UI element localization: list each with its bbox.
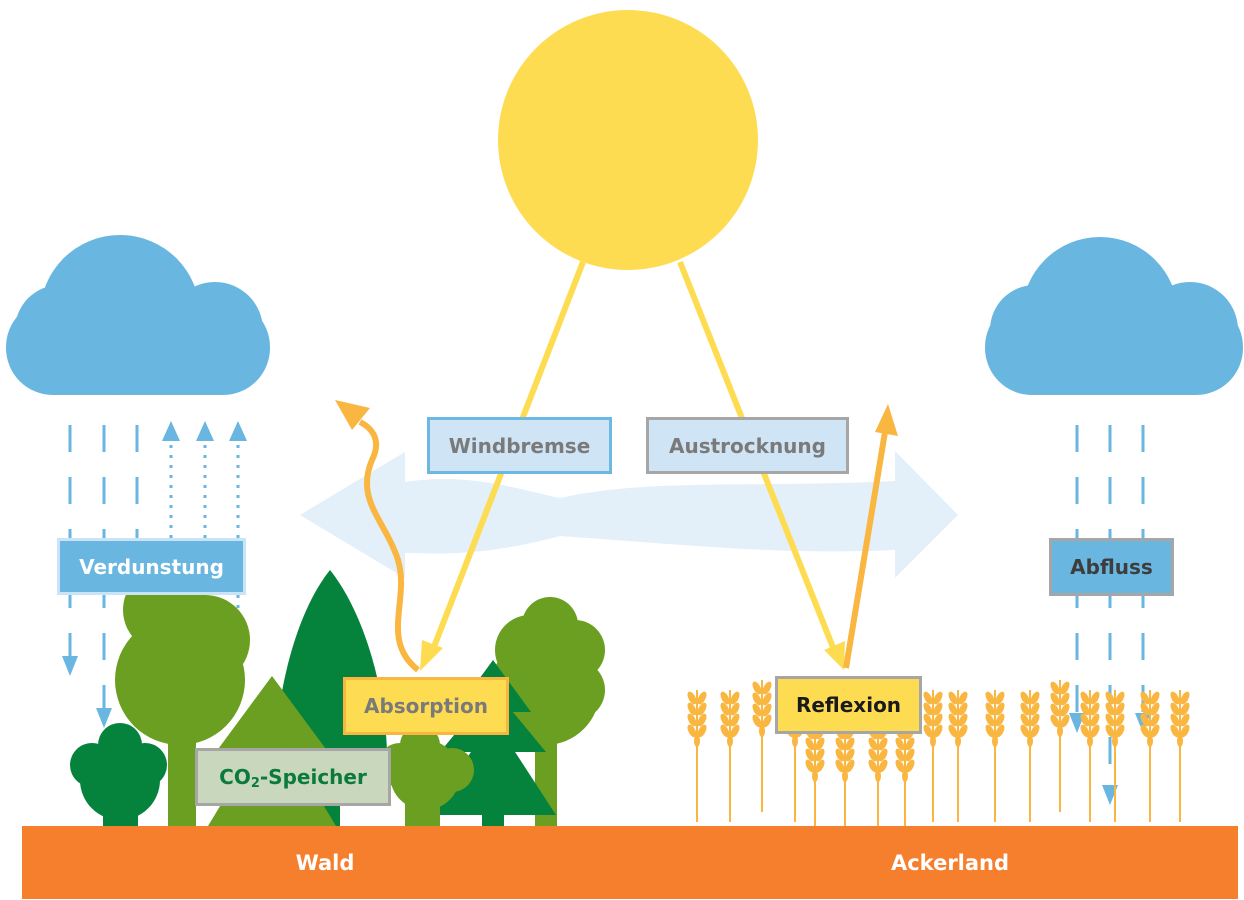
label-co2-suffix: -Speicher xyxy=(259,765,367,789)
label-windbremse: Windbremse xyxy=(427,417,612,474)
cloud-left-icon xyxy=(6,235,270,395)
label-absorption-text: Absorption xyxy=(363,694,488,718)
label-austrocknung: Austrocknung xyxy=(646,417,849,474)
reflection-arrow xyxy=(843,404,898,669)
label-co2-subscript: 2 xyxy=(250,775,260,791)
heat-radiation-arrow xyxy=(335,400,420,673)
bush-left xyxy=(70,723,167,830)
rain-right xyxy=(1075,425,1145,790)
label-reflexion: Reflexion xyxy=(775,676,922,734)
label-verdunstung: Verdunstung xyxy=(57,538,246,595)
label-abfluss: Abfluss xyxy=(1049,538,1174,596)
label-reflexion-text: Reflexion xyxy=(795,693,902,717)
label-verdunstung-text: Verdunstung xyxy=(79,554,224,579)
ground-label-ackerland: Ackerland xyxy=(890,851,1010,875)
tree-broadleaf-left xyxy=(115,568,250,830)
cloud-right-icon xyxy=(985,237,1243,395)
ground-bar xyxy=(22,826,1238,899)
label-co2-prefix: CO xyxy=(219,765,251,789)
label-absorption: Absorption xyxy=(343,677,509,735)
sun-icon xyxy=(498,10,758,270)
label-austrocknung-text: Austrocknung xyxy=(669,433,826,458)
tree-broadleaf-right xyxy=(490,597,605,830)
label-windbremse-text: Windbremse xyxy=(448,433,591,458)
label-abfluss-text: Abfluss xyxy=(1070,555,1153,579)
ground-label-wald: Wald xyxy=(295,851,355,875)
